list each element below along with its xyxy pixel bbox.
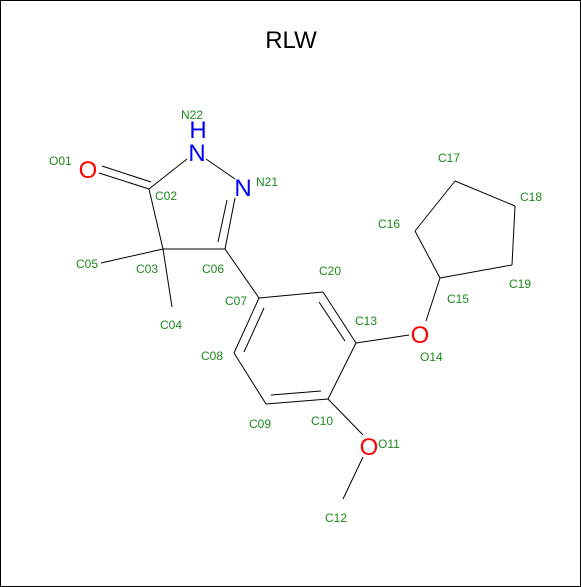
bond-c08-c07-inner (243, 307, 265, 353)
atom-symbol-h22: H (189, 117, 206, 144)
bond-o11-c12 (342, 456, 364, 500)
atom-symbol-n21: N (234, 175, 251, 202)
atom-symbol-n22: N (188, 140, 205, 167)
bond-c19-c15 (439, 264, 513, 279)
atom-label-c03: C03 (136, 262, 158, 276)
bond-c07-c20 (258, 291, 324, 299)
atom-label-n21: N21 (256, 175, 278, 189)
atom-labels: O01 N22 N21 C02 C05 C03 C06 C04 C20 C07 … (49, 108, 542, 525)
atom-label-c04: C04 (160, 318, 182, 332)
atom-label-c07: C07 (225, 294, 247, 308)
bond-n21-c06-double (217, 199, 228, 243)
diagram-title: RLW (265, 27, 317, 54)
bond-c10-c09-inner (270, 390, 322, 396)
atom-symbol-o11: O (360, 434, 379, 461)
atom-symbol-o01: O (79, 157, 98, 184)
bond-c20-c13 (322, 291, 357, 344)
atom-label-o11: O11 (378, 437, 400, 451)
atom-label-c16: C16 (378, 217, 400, 231)
atom-label-c10: C10 (311, 414, 333, 428)
bond-c09-c08 (233, 352, 267, 405)
atom-label-o14: O14 (420, 350, 443, 364)
bond-c10-o11 (327, 398, 364, 436)
atom-label-c17: C17 (438, 151, 460, 165)
atom-label-c20: C20 (319, 264, 341, 278)
atom-label-c05: C05 (76, 257, 98, 271)
atom-label-c09: C09 (249, 417, 271, 431)
heteroatom-symbols: O H N N O O (79, 117, 430, 461)
bond-o01-c02 (98, 172, 150, 190)
atom-label-c02: C02 (155, 189, 177, 203)
bond-c02-n22 (148, 158, 188, 190)
bond-c10-c09 (265, 398, 329, 405)
atom-symbol-o14: O (411, 322, 430, 349)
bond-c17-c18 (454, 180, 516, 207)
bond-c03-c05 (100, 248, 164, 264)
atom-label-c08: C08 (201, 349, 223, 363)
bond-o14-c15 (425, 277, 441, 322)
bond-n21-c06 (224, 197, 236, 250)
atom-label-c13: C13 (355, 314, 377, 328)
bond-c08-c07 (233, 297, 260, 354)
atom-label-c12: C12 (325, 511, 347, 525)
bond-n22-n21 (205, 158, 236, 180)
bond-o01-c02-double (101, 165, 152, 183)
bond-c13-c10 (327, 342, 357, 400)
atom-label-c19: C19 (509, 277, 531, 291)
bond-c16-c17 (414, 180, 456, 232)
bonds (98, 158, 516, 500)
bond-c15-c16 (414, 230, 441, 279)
atom-label-o01: O01 (49, 154, 72, 168)
bond-c06-c07 (224, 248, 260, 299)
bond-c20-c13-inner (318, 301, 346, 342)
atom-label-c06: C06 (202, 262, 224, 276)
atom-label-c18: C18 (520, 190, 542, 204)
bond-c18-c19 (511, 205, 516, 266)
atom-label-c15: C15 (447, 292, 469, 306)
bond-c03-c02 (148, 188, 164, 250)
bond-c03-c04 (162, 248, 173, 308)
atom-label-n22: N22 (181, 108, 203, 122)
bond-c13-o14 (355, 334, 410, 344)
